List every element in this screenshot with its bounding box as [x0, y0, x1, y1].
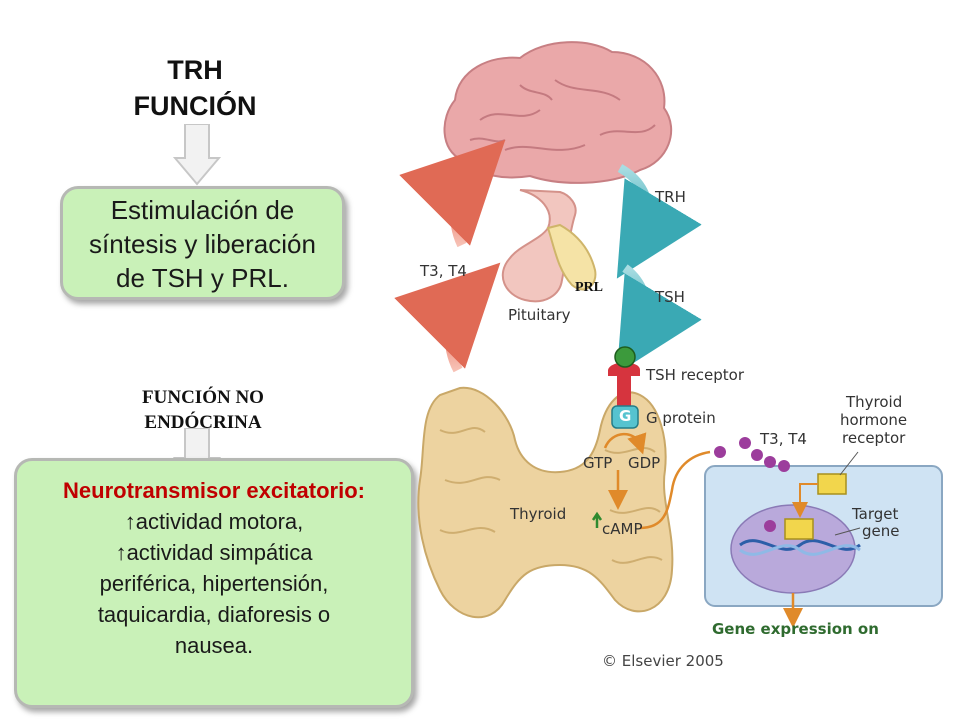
gene-expression-label: Gene expression on	[712, 620, 879, 638]
box1-line: síntesis y liberación	[89, 229, 316, 259]
g-label: G	[619, 407, 632, 425]
hormone-molecule-icon	[739, 437, 751, 449]
thyroid-receptor-label: Thyroid	[846, 393, 903, 411]
gtp-label: GTP	[583, 454, 613, 472]
trh-label: TRH	[655, 188, 686, 206]
g-protein-label: G protein	[646, 409, 716, 427]
g-protein-icon	[611, 405, 639, 429]
tsh-receptor-label: TSH receptor	[646, 366, 745, 384]
pituitary-icon	[501, 189, 597, 303]
copyright-label: © Elsevier 2005	[602, 652, 724, 670]
thyroid-gland-icon	[417, 386, 674, 619]
box2-line: taquicardia, diaforesis o	[97, 602, 331, 627]
subtitle-line-2: ENDÓCRINA	[144, 412, 262, 433]
t3t4-feedback-label: T3, T4	[420, 262, 467, 280]
box1-line: Estimulación de	[110, 195, 295, 225]
box1-line: de TSH y PRL.	[116, 263, 289, 293]
thyroid-receptor-label: hormone	[840, 411, 908, 429]
hormone-molecule-icon	[714, 446, 726, 458]
t3t4-label: T3, T4	[760, 430, 807, 448]
box2-line: ↑actividad motora,	[124, 509, 304, 534]
title-line-2: FUNCIÓN	[133, 91, 257, 121]
pituitary-label: Pituitary	[508, 306, 571, 324]
hormone-molecule-icon	[764, 456, 776, 468]
neurotransmitter-box: Neurotransmisor excitatorio: ↑actividad …	[14, 458, 414, 708]
thyroid-label: Thyroid	[510, 505, 567, 523]
box2-line: periférica, hipertensión,	[99, 571, 329, 596]
subtitle: FUNCIÓN NO ENDÓCRINA	[103, 385, 303, 435]
target-gene-label: Target	[852, 505, 899, 523]
camp-label: cAMP	[602, 520, 643, 538]
prl-label: PRL	[575, 280, 603, 295]
box2-heading: Neurotransmisor excitatorio:	[63, 478, 365, 503]
title: TRH FUNCIÓN	[95, 52, 295, 124]
stimulation-box: Estimulación de síntesis y liberación de…	[60, 186, 345, 300]
brain-icon	[443, 41, 673, 184]
tsh-label: TSH	[655, 288, 685, 306]
box2-line: nausea.	[174, 633, 254, 658]
hormone-molecule-icon	[778, 460, 790, 472]
tsh-receptor-icon	[608, 346, 640, 408]
hormone-molecule-icon	[751, 449, 763, 461]
thyroid-receptor-label: receptor	[842, 429, 906, 447]
target-gene-label: gene	[862, 522, 900, 540]
down-arrow-icon	[173, 124, 221, 186]
target-cell-icon	[704, 451, 943, 607]
title-line-1: TRH	[167, 55, 223, 85]
box2-line: ↑actividad simpática	[115, 540, 313, 565]
subtitle-line-1: FUNCIÓN NO	[142, 387, 264, 408]
gdp-label: GDP	[628, 454, 661, 472]
